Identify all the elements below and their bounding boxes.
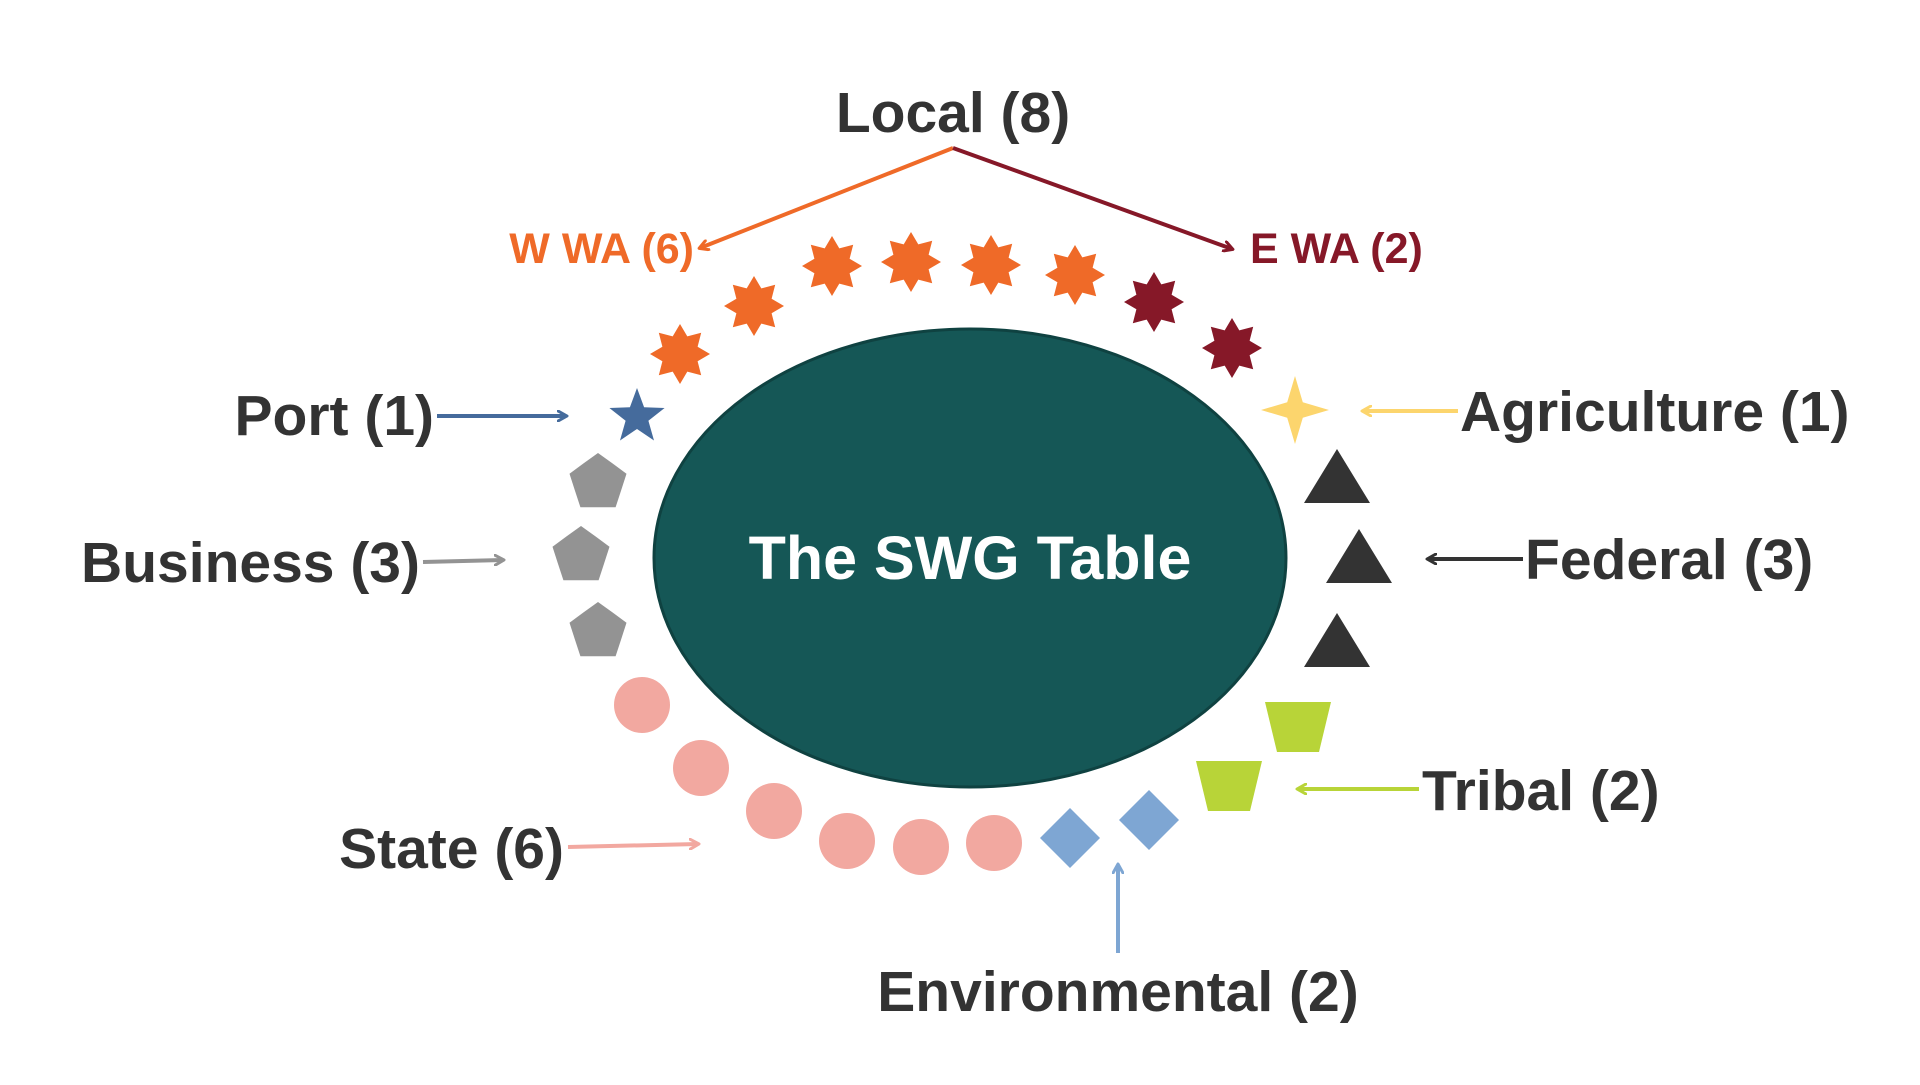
w-wa-seat-icon: [802, 236, 862, 296]
e-wa-seat-icon: [1202, 318, 1262, 378]
w-wa-label: W WA (6): [509, 225, 694, 273]
local-to-wwa-arrow: [700, 146, 954, 248]
federal-seat-icon: [1304, 613, 1370, 667]
w-wa-seat-icon: [961, 235, 1021, 295]
port-seat-icon: [609, 388, 665, 441]
state-seat-icon: [746, 783, 802, 839]
w-wa-seat-icon: [650, 324, 710, 384]
w-wa-seat-icon: [881, 232, 941, 292]
agriculture-seat-icon: [1261, 376, 1329, 444]
state-seat-icon: [819, 813, 875, 869]
tribal-seat-icon: [1265, 702, 1331, 752]
state-seat-icon: [893, 819, 949, 875]
environmental-seat-icon: [1040, 808, 1100, 868]
environmental-label: Environmental (2): [877, 960, 1358, 1024]
environmental-seat-icon: [1119, 790, 1179, 850]
e-wa-label: E WA (2): [1250, 225, 1423, 273]
tribal-seat-icon: [1196, 761, 1262, 811]
federal-label: Federal (3): [1525, 528, 1813, 592]
state-label: State (6): [339, 817, 564, 881]
business-seat-icon: [569, 453, 627, 508]
state-seat-icon: [614, 677, 670, 733]
e-wa-seat-icon: [1124, 272, 1184, 332]
business-seat-icon: [552, 526, 610, 581]
federal-seat-icon: [1326, 529, 1392, 583]
state-seat-icon: [966, 815, 1022, 871]
seat-markers: [552, 232, 1392, 875]
federal-seat-icon: [1304, 449, 1370, 503]
business-arrow: [422, 560, 503, 562]
agriculture-label: Agriculture (1): [1460, 380, 1850, 444]
business-label: Business (3): [81, 531, 420, 595]
state-seat-icon: [673, 740, 729, 796]
swg-table-ellipse: [652, 327, 1288, 789]
local-to-ewa-arrow: [952, 146, 1232, 249]
swg-table-label: The SWG Table: [749, 524, 1192, 592]
state-arrow: [567, 844, 698, 847]
business-seat-icon: [569, 602, 627, 657]
port-label: Port (1): [235, 384, 435, 448]
local-label: Local (8): [836, 81, 1070, 145]
tribal-label: Tribal (2): [1422, 759, 1660, 823]
w-wa-seat-icon: [724, 276, 784, 336]
w-wa-seat-icon: [1045, 245, 1105, 305]
